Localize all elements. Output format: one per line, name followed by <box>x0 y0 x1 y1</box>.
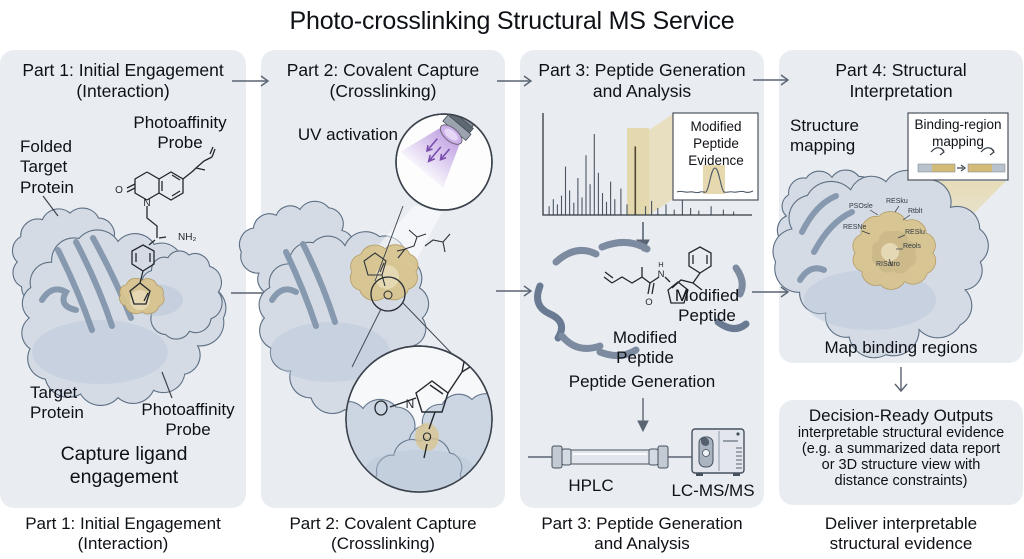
uv-activation-circle <box>395 113 493 211</box>
arrow-p4-down <box>894 367 908 393</box>
panel3-header: Part 3: Peptide Generation and Analysis <box>538 60 746 101</box>
label-modified-peptide-evidence: Modified Peptide Evidence <box>688 119 744 168</box>
hplc-column-icon <box>528 445 702 469</box>
label-capture-engagement: Capture ligand engagement <box>60 443 188 489</box>
atom-o-zoom: O <box>422 430 431 444</box>
protein-illustration-part4 <box>772 169 989 359</box>
figure-title: Photo-crosslinking Structural MS Service <box>289 7 735 35</box>
leader-folded-target <box>42 195 59 217</box>
ribbon-cartoon <box>269 241 338 329</box>
residue-label: RISátro <box>876 261 900 268</box>
arrow-p3-p4-top <box>753 74 790 86</box>
uv-ray-arrows <box>426 138 451 163</box>
residue-label: RESNe <box>843 224 867 231</box>
decision-box-line: (e.g. a summarized data report <box>801 441 1001 457</box>
mass-spectrum <box>542 112 759 253</box>
decision-box-line: distance constraints) <box>834 473 968 489</box>
atom-o: O <box>645 297 652 308</box>
arrow-p2-p3-mid <box>496 285 533 297</box>
label-binding-region-mapping: Binding-region mapping <box>914 117 1002 149</box>
residue-label: PSOsle <box>849 203 873 210</box>
label-target-protein: Target Protein <box>30 383 84 423</box>
decision-box-line: or 3D structure view with <box>821 457 981 473</box>
ms-peaks <box>548 134 735 215</box>
label-structure-mapping: Structure mapping <box>790 116 859 156</box>
evidence-trace <box>676 167 754 194</box>
panel2-header: Part 2: Covalent Capture (Crosslinking) <box>286 60 480 101</box>
decision-box-line: interpretable structural evidence <box>797 425 1005 441</box>
label-map-binding-regions: Map binding regions <box>824 338 978 357</box>
panel4-header: Part 4: Structural Interpretation <box>835 60 967 101</box>
modified-peptide-structure <box>603 246 712 304</box>
lcms-instrument-icon <box>691 428 745 476</box>
arrow-peptides-down <box>637 398 649 433</box>
inset-connector <box>649 114 673 215</box>
probe-structure: O N NH₂ <box>115 146 216 305</box>
label-lcmsms: LC-MS/MS <box>671 481 755 500</box>
ribbon-cartoon <box>797 193 855 283</box>
label-uv-activation: UV activation <box>297 125 398 144</box>
label-peptide-generation: Peptide Generation <box>568 372 716 391</box>
crosslink-site-circle <box>370 276 406 312</box>
atom-n-zoom: N <box>406 397 415 411</box>
label-modified-peptide-right: Modified Peptide <box>674 286 740 326</box>
caption-part3: Part 3: Peptide Generation and Analysis <box>541 514 743 554</box>
label-modified-peptide-mid: Modified Peptide <box>612 328 678 368</box>
label-photoaffinity-probe-bottom: Photoaffinity Probe <box>141 400 235 440</box>
crosslink-zoom-circle: N O <box>345 345 493 493</box>
caption-part1: Part 1: Initial Engagement (Interaction) <box>25 514 221 554</box>
arrow-p2-p3-top <box>497 75 533 87</box>
residue-label: RESlu <box>905 229 925 236</box>
atom-n: N <box>658 269 665 280</box>
residue-label: Reols <box>903 243 921 250</box>
atom-n1: N <box>143 198 150 209</box>
protein-illustration-part1 <box>11 195 227 406</box>
decision-box-title: Decision-Ready Outputs <box>808 406 994 425</box>
caption-part2: Part 2: Covalent Capture (Crosslinking) <box>289 514 477 554</box>
label-photoaffinity-probe-top: Photoaffinity Probe <box>133 113 227 153</box>
caption-part4: Deliver interpretable structural evidenc… <box>824 514 978 554</box>
panel1-header: Part 1: Initial Engagement (Interaction) <box>22 60 224 101</box>
residue-label: RESku <box>886 198 908 205</box>
label-hplc: HPLC <box>568 476 614 495</box>
label-folded-target-protein: Folded Target Protein <box>20 137 74 197</box>
atom-o1: O <box>115 185 123 196</box>
panel-part4-decision <box>779 400 1023 505</box>
binding-region-inset <box>907 112 1009 181</box>
peptide-fragments <box>534 239 750 359</box>
spectrum-highlight-band <box>627 128 649 215</box>
arrow-p1-p2-top <box>232 75 270 87</box>
arrow-p3-p4-mid <box>752 286 790 298</box>
crosslink-sidechains <box>363 229 451 287</box>
atom-h: H <box>658 260 663 269</box>
residue-label: Rtblt <box>908 208 923 215</box>
leader-probe-bottom <box>161 371 173 399</box>
atom-nh2: NH₂ <box>178 232 196 243</box>
